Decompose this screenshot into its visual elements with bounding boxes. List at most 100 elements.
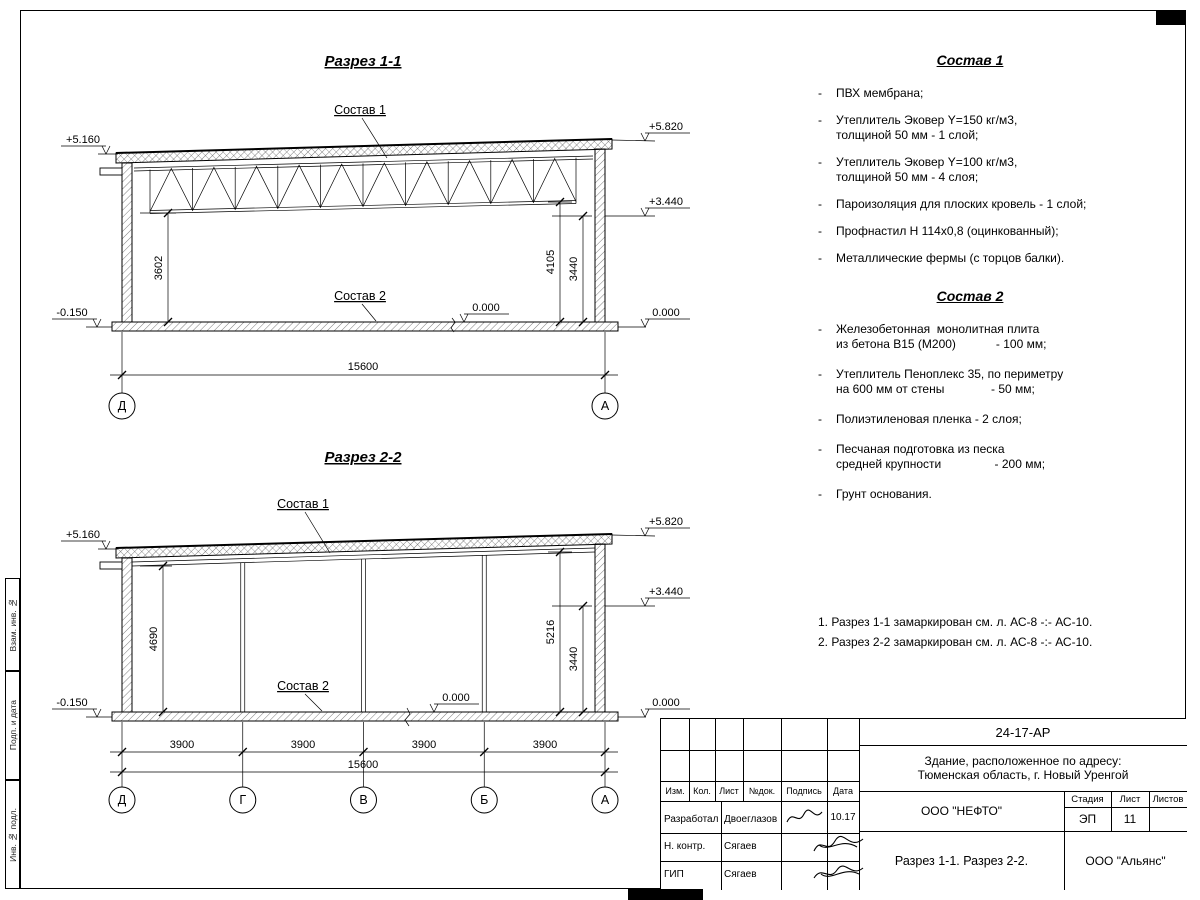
dimension-value: 3440 — [568, 257, 580, 281]
section2-elevations: +5.160 +5.820 +3.440 -0.150 — [52, 516, 690, 718]
dash-bullet — [818, 113, 822, 143]
elevation-value: 0.000 — [472, 302, 500, 314]
org-name: ООО "НЕФТО" — [920, 804, 1003, 818]
note-line: 2. Разрез 2-2 замаркирован см. л. АС-8 -… — [818, 635, 1093, 650]
dash-bullet — [818, 487, 822, 502]
section1-vertical-dims: 3602 4105 3440 — [140, 197, 592, 327]
axis-label: Г — [239, 793, 246, 807]
elev-mark: 0.000 — [640, 307, 690, 328]
elevation-value: +3.440 — [649, 196, 683, 208]
sostav-2-heading: Состав 2 — [936, 288, 1004, 304]
titleblock-grid-line — [1064, 807, 1187, 808]
stage-value: ЭП — [1078, 812, 1097, 826]
col-date: Дата — [833, 786, 853, 796]
signature-gip — [813, 865, 864, 879]
axis-bubble — [108, 392, 136, 420]
titleblock-grid-line — [661, 750, 859, 751]
elevation-value: -0.150 — [56, 697, 87, 709]
sheet-title: Разрез 1-1. Разрез 2-2. — [894, 853, 1029, 868]
elev-mark: 0.000 — [640, 697, 690, 718]
dash-bullet — [818, 197, 822, 212]
name-ncontr: Сягаев — [724, 841, 757, 852]
section1-sostav1-label: Состав 1 — [334, 103, 386, 117]
margin-cell-podp: Подп. и дата — [5, 671, 20, 780]
section1-elevations: +5.160 +5.820 +3.440 -0.150 — [52, 121, 690, 328]
titleblock-grid-line — [661, 801, 859, 802]
axis-label: В — [359, 793, 367, 807]
elevation-value: +5.820 — [649, 121, 683, 133]
list-item: Грунт основания. — [770, 487, 1170, 502]
axis-bubble — [470, 786, 498, 814]
section2-sostav1-label: Состав 1 — [277, 497, 329, 511]
margin-cell-inv: Инв. № подл. — [5, 780, 20, 889]
dash-bullet — [818, 155, 822, 185]
titleblock-grid-line — [859, 719, 860, 890]
axis-label: Д — [118, 399, 127, 413]
signature-ncontr — [813, 835, 864, 852]
section-1-title: Разрез 1-1 — [324, 53, 401, 70]
company-name: ООО "Альянс" — [1085, 853, 1166, 868]
name-razrabotal: Двоеглазов — [724, 814, 778, 825]
titleblock-grid-line — [859, 831, 1187, 832]
section2-vertical-dims: 4690 5216 3440 — [140, 547, 592, 717]
signature-razrabotal — [786, 809, 823, 823]
dimension-value: 15600 — [348, 361, 379, 373]
doc-number: 24-17-АР — [995, 724, 1051, 740]
dimension-value: 4105 — [545, 250, 557, 274]
titleblock-grid-line — [721, 801, 722, 890]
name-gip: Сягаев — [724, 869, 757, 880]
elevation-value: +5.160 — [66, 529, 100, 541]
titleblock-grid-line — [743, 719, 744, 801]
dimension-value: 3602 — [153, 256, 165, 280]
dimension-value: 15600 — [348, 759, 379, 771]
axis-bubble — [591, 392, 619, 420]
section2-floor — [86, 707, 646, 727]
elev-mark: +3.440 — [605, 196, 690, 217]
titleblock-grid-line — [661, 833, 859, 834]
titleblock-grid-line — [1111, 791, 1112, 831]
stage-label: Стадия — [1071, 793, 1104, 805]
titleblock-grid-line — [1149, 791, 1150, 831]
note-line: 1. Разрез 1-1 замаркирован см. л. АС-8 -… — [818, 615, 1093, 629]
col-sign: Подпись — [786, 786, 822, 796]
elev-mark: 0.000 — [429, 692, 479, 713]
list-item: Профнастил Н 114х0,8 (оцинкованный); — [770, 224, 1170, 239]
project-name: Здание, расположенное по адресу: Тюменск… — [917, 754, 1129, 782]
section1-bottom-dims: 15600 Д А — [108, 332, 619, 420]
elevation-value: +5.820 — [649, 516, 683, 528]
section2-wall-left — [121, 557, 133, 713]
axis-label: А — [601, 399, 610, 413]
dimension-value: 3440 — [568, 647, 580, 671]
titleblock-grid-line — [1064, 791, 1065, 890]
list-item: Полиэтиленовая пленка - 2 слоя; — [770, 412, 1170, 427]
section1-canopy — [99, 167, 123, 176]
col-kol: Кол. — [693, 786, 711, 796]
titleblock-grid-line — [781, 719, 782, 890]
section-2-2-drawing: Разрез 2-2 Состав 1 — [52, 449, 690, 814]
sections-drawing: Разрез 1-1 Состав 1 — [52, 53, 690, 814]
axis-label: А — [601, 793, 610, 807]
list-item: Утеплитель Эковер Y=150 кг/м3, толщиной … — [770, 113, 1170, 143]
elevation-value: +3.440 — [649, 586, 683, 598]
role-gip: ГИП — [664, 869, 684, 880]
titleblock-grid-line — [859, 745, 1187, 746]
dimension-value: 3900 — [291, 739, 315, 751]
sheet-number: 11 — [1123, 812, 1137, 826]
elevation-value: +5.160 — [66, 134, 100, 146]
role-razrabotal: Разработал — [664, 814, 719, 825]
axis-label: Б — [480, 793, 488, 807]
section1-sostav2-label: Состав 2 — [334, 289, 386, 303]
dash-bullet — [818, 86, 822, 101]
section-1-1-drawing: Разрез 1-1 Состав 1 — [52, 53, 690, 420]
axis-bubble — [108, 786, 136, 814]
axis-bubble — [350, 786, 377, 814]
dimension-value: 3900 — [170, 739, 194, 751]
dash-bullet — [818, 251, 822, 266]
dimension-value: 5216 — [545, 620, 557, 644]
titleblock-grid-line — [661, 781, 859, 782]
titleblock-grid-line — [715, 719, 716, 801]
section1-truss — [133, 155, 594, 214]
section2-sostav2-label: Состав 2 — [277, 679, 329, 693]
section1-roof — [115, 138, 613, 164]
dimension-value: 3900 — [412, 739, 436, 751]
